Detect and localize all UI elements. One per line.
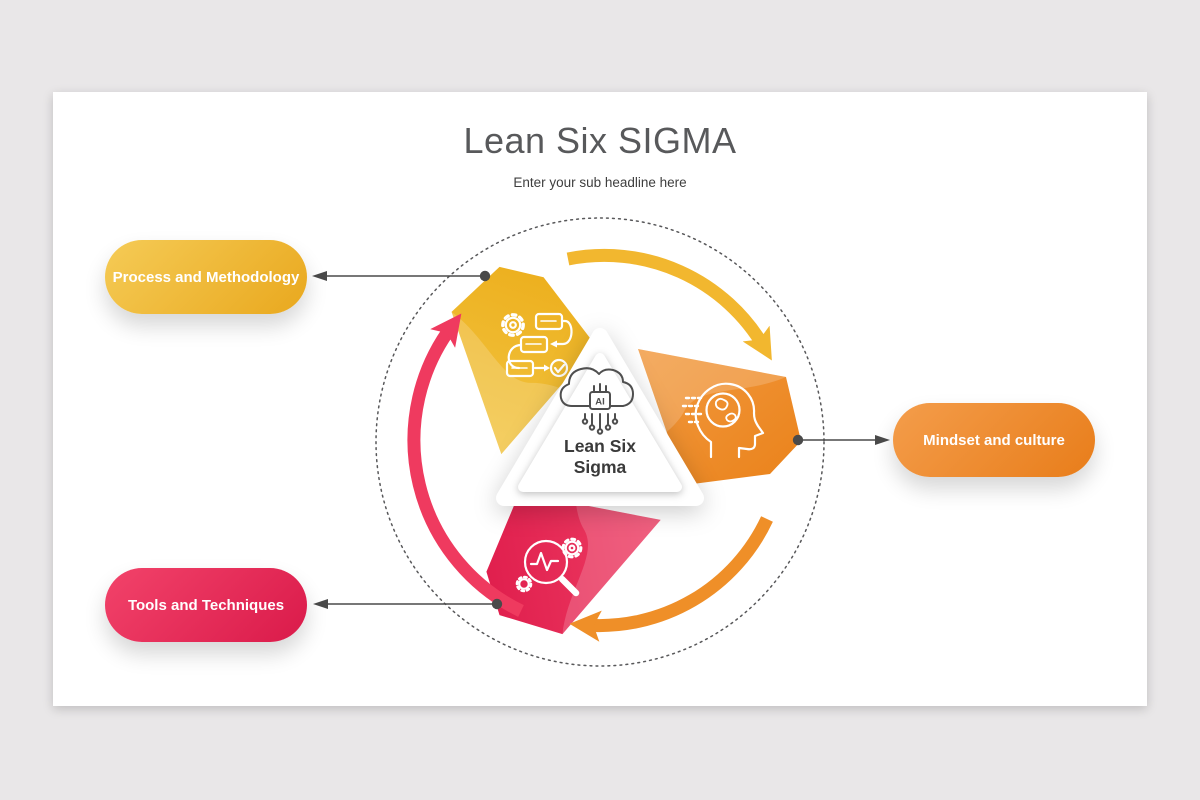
node-pill-process-label: Process and Methodology [112, 268, 300, 286]
ai-cloud-icon: AI [559, 367, 634, 435]
connector-process [312, 270, 491, 282]
node-pill-tools: Tools and Techniques [105, 568, 307, 642]
segment-mindset [638, 349, 801, 485]
node-pill-tools-label: Tools and Techniques [127, 596, 285, 614]
connector-mindset [792, 434, 890, 446]
dotted-guide-circle [375, 217, 825, 667]
ai-chip-label: AI [595, 397, 605, 408]
page-title: Lean Six SIGMA [463, 120, 737, 161]
flow-arrow-top [566, 248, 772, 361]
page-subtitle: Enter your sub headline here [513, 175, 687, 190]
workflow-process-icon [501, 312, 573, 378]
head-mind-icon [681, 382, 765, 459]
connector-tools [313, 598, 503, 610]
magnifier-analysis-icon [515, 537, 583, 597]
center-label: Lean Six Sigma [540, 436, 660, 478]
flow-arrow-bottom [569, 516, 773, 642]
center-label-line2: Sigma [573, 457, 627, 477]
node-pill-mindset: Mindset and culture [893, 403, 1095, 477]
node-pill-mindset-label: Mindset and culture [923, 431, 1065, 449]
flow-arrow-left [407, 313, 524, 617]
center-label-line1: Lean Six [564, 436, 636, 456]
node-pill-process: Process and Methodology [105, 240, 307, 314]
